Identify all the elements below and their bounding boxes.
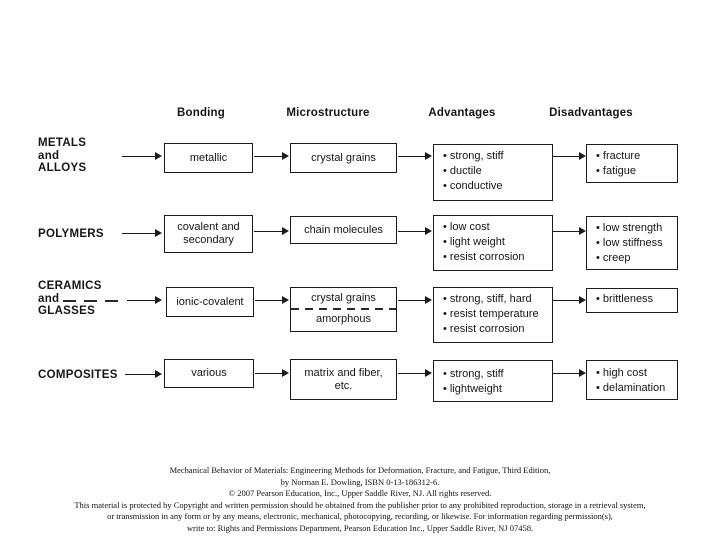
microstructure-box-composites: matrix and fiber, etc. — [290, 359, 397, 400]
microstructure-box-polymers: chain molecules — [290, 216, 397, 244]
disadvantage-item: brittleness — [596, 292, 673, 307]
advantage-item: resist corrosion — [443, 322, 548, 337]
arrow-metals-to-bonding — [122, 152, 162, 160]
row-label-line: GLASSES — [38, 305, 96, 317]
copyright-text: Mechanical Behavior of Materials: Engine… — [0, 465, 720, 534]
copyright-line: Mechanical Behavior of Materials: Engine… — [169, 465, 551, 475]
row-label-polymers: POLYMERS — [38, 228, 104, 241]
microstructure-text: matrix and fiber, etc. — [304, 366, 383, 392]
arrow-advantages-to-disadvantages-composites — [553, 369, 586, 377]
row-label-line: and — [38, 149, 60, 162]
disadvantages-box-composites: high cost delamination — [586, 360, 678, 400]
disadvantage-item: delamination — [596, 381, 673, 396]
advantage-item: strong, stiff — [443, 367, 548, 382]
copyright-line: © 2007 Pearson Education, Inc., Upper Sa… — [228, 488, 492, 498]
bonding-text: metallic — [189, 151, 228, 164]
bonding-text: ionic-covalent — [176, 295, 244, 308]
column-header-bonding: Bonding — [176, 107, 226, 119]
disadvantages-box-ceramics: brittleness — [586, 288, 678, 313]
disadvantage-item: fracture — [596, 149, 673, 164]
copyright-line: by Norman E. Dowling, ISBN 0-13-186312-6… — [280, 476, 440, 487]
microstructure-box-metals: crystal grains — [290, 143, 397, 173]
column-header-disadvantages: Disadvantages — [549, 107, 633, 119]
advantage-item: resist temperature — [443, 307, 548, 322]
microstructure-box-ceramics: crystal grains amorphous — [290, 287, 397, 332]
row-label-ceramics-and-glasses: CERAMICS and GLASSES — [38, 280, 102, 318]
bonding-box-metals: metallic — [164, 143, 253, 173]
row-label-line: POLYMERS — [38, 228, 104, 240]
bonding-text: covalent and secondary — [177, 221, 240, 246]
column-header-microstructure: Microstructure — [286, 107, 370, 119]
arrow-bonding-to-microstructure-ceramics — [255, 296, 289, 304]
arrow-microstructure-to-advantages-metals — [398, 152, 432, 160]
copyright-line: or transmission in any form or by any me… — [107, 511, 613, 521]
advantages-box-ceramics: strong, stiff, hard resist temperature r… — [433, 287, 553, 343]
bonding-box-ceramics: ionic-covalent — [166, 287, 254, 317]
advantage-item: strong, stiff, hard — [443, 292, 548, 307]
arrow-advantages-to-disadvantages-metals — [553, 152, 586, 160]
advantage-item: ductile — [443, 164, 548, 179]
arrow-bonding-to-microstructure-polymers — [254, 227, 289, 235]
copyright-line: This material is protected by Copyright … — [74, 499, 646, 510]
advantages-box-metals: strong, stiff ductile conductive — [433, 144, 553, 201]
disadvantage-item: high cost — [596, 366, 673, 381]
advantages-box-polymers: low cost light weight resist corrosion — [433, 215, 553, 271]
disadvantages-box-metals: fracture fatigue — [586, 144, 678, 183]
arrow-bonding-to-microstructure-metals — [254, 152, 289, 160]
arrow-microstructure-to-advantages-polymers — [398, 227, 432, 235]
arrow-microstructure-to-advantages-composites — [398, 369, 432, 377]
disadvantage-item: creep — [596, 251, 673, 266]
disadvantage-item: low strength — [596, 221, 673, 236]
advantage-item: strong, stiff — [443, 149, 548, 164]
arrow-polymers-to-bonding — [122, 229, 162, 237]
arrow-composites-to-bonding — [125, 370, 162, 378]
row-label-line: and — [38, 292, 60, 305]
copyright-line: write to: Rights and Permissions Departm… — [186, 522, 534, 533]
disadvantages-box-polymers: low strength low stiffness creep — [586, 216, 678, 270]
row-label-metals-and-alloys: METALS and ALLOYS — [38, 137, 86, 175]
row-label-line: ALLOYS — [38, 162, 87, 174]
advantages-box-composites: strong, stiff lightweight — [433, 360, 553, 402]
arrow-microstructure-to-advantages-ceramics — [398, 296, 432, 304]
bonding-box-polymers: covalent and secondary — [164, 215, 253, 253]
bonding-text: various — [191, 367, 227, 379]
row-label-line: METALS — [38, 137, 87, 149]
bonding-box-composites: various — [164, 359, 254, 388]
advantage-item: conductive — [443, 179, 548, 194]
disadvantage-item: fatigue — [596, 164, 673, 179]
arrow-ceramics-to-bonding — [127, 296, 162, 304]
arrow-advantages-to-disadvantages-ceramics — [553, 296, 586, 304]
arrow-advantages-to-disadvantages-polymers — [553, 227, 586, 235]
microstructure-cell-amorphous: amorphous — [315, 313, 372, 325]
arrow-bonding-to-microstructure-composites — [255, 369, 289, 377]
advantage-item: resist corrosion — [443, 250, 548, 265]
row-label-line: COMPOSITES — [38, 369, 118, 381]
dashed-connector-ceramics — [63, 300, 124, 302]
advantage-item: lightweight — [443, 382, 548, 397]
row-label-composites: COMPOSITES — [38, 369, 118, 382]
advantage-item: light weight — [443, 235, 548, 250]
disadvantage-item: low stiffness — [596, 236, 673, 251]
column-header-advantages: Advantages — [428, 107, 496, 119]
advantage-item: low cost — [443, 220, 548, 235]
dashed-divider — [291, 308, 396, 310]
row-label-line: CERAMICS — [38, 280, 102, 292]
microstructure-text: chain molecules — [304, 223, 383, 236]
microstructure-cell-crystal-grains: crystal grains — [311, 291, 376, 304]
microstructure-text: crystal grains — [311, 151, 376, 164]
